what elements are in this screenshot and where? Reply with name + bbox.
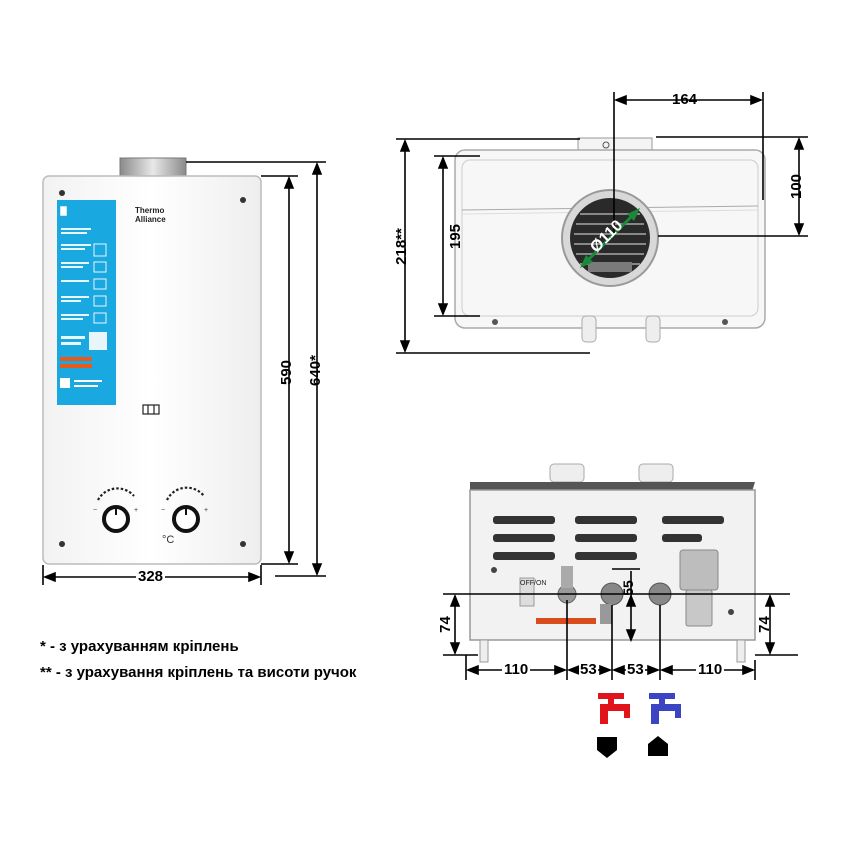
footnote-single-star: * - з урахуванням кріплень	[40, 638, 239, 655]
dim-top-flue-offset: 100	[788, 173, 806, 200]
dim-bottom-left-height: 74	[436, 616, 454, 633]
dim-bottom-left-offset: 110	[502, 661, 531, 678]
hot-water-faucet-icon	[598, 693, 630, 724]
front-view: − + − +	[42, 157, 326, 585]
top-view	[396, 92, 808, 354]
unit-symbol-label: °C	[162, 534, 175, 546]
bottom-view	[443, 463, 798, 680]
svg-text:−: −	[93, 507, 97, 514]
svg-text:−: −	[161, 507, 165, 514]
dim-bottom-right-height: 74	[755, 616, 773, 633]
inlet-arrow-up-icon	[648, 736, 668, 756]
svg-text:+: +	[134, 507, 138, 514]
dim-bottom-spacing-2: 53	[626, 661, 645, 678]
top-dimension-lines	[396, 92, 808, 354]
dim-top-height-total: 218**	[392, 228, 410, 265]
brand-name-line2: Alliance	[135, 215, 166, 224]
switch-label: OFF/ON	[520, 580, 547, 587]
water-knob: − +	[161, 486, 208, 533]
footnote-double-star: ** - з урахування кріплень та висоти руч…	[40, 664, 357, 681]
dim-front-height: 590	[278, 359, 296, 386]
info-label-panel	[57, 200, 116, 405]
front-dimension-lines	[42, 161, 326, 585]
display-window	[142, 404, 160, 415]
outlet-arrow-down-icon	[597, 737, 617, 758]
brand-name-line1: Thermo	[135, 206, 165, 215]
dim-front-height-total: 640*	[306, 355, 324, 386]
cold-water-faucet-icon	[649, 693, 681, 724]
dim-bottom-spacing-1: 53	[579, 661, 598, 678]
dim-top-depth: 164	[672, 91, 698, 108]
svg-text:+: +	[204, 507, 208, 514]
brand-logo-mark	[59, 205, 68, 217]
dim-bottom-right-offset: 110	[696, 661, 725, 678]
dim-top-body-height: 195	[447, 223, 465, 250]
dim-bottom-pipe-rise: 55	[619, 580, 636, 596]
gas-knob: − +	[93, 487, 138, 533]
flue-collar	[119, 157, 187, 179]
dim-front-width: 328	[136, 568, 166, 585]
flue-diameter-arrow	[580, 208, 640, 268]
